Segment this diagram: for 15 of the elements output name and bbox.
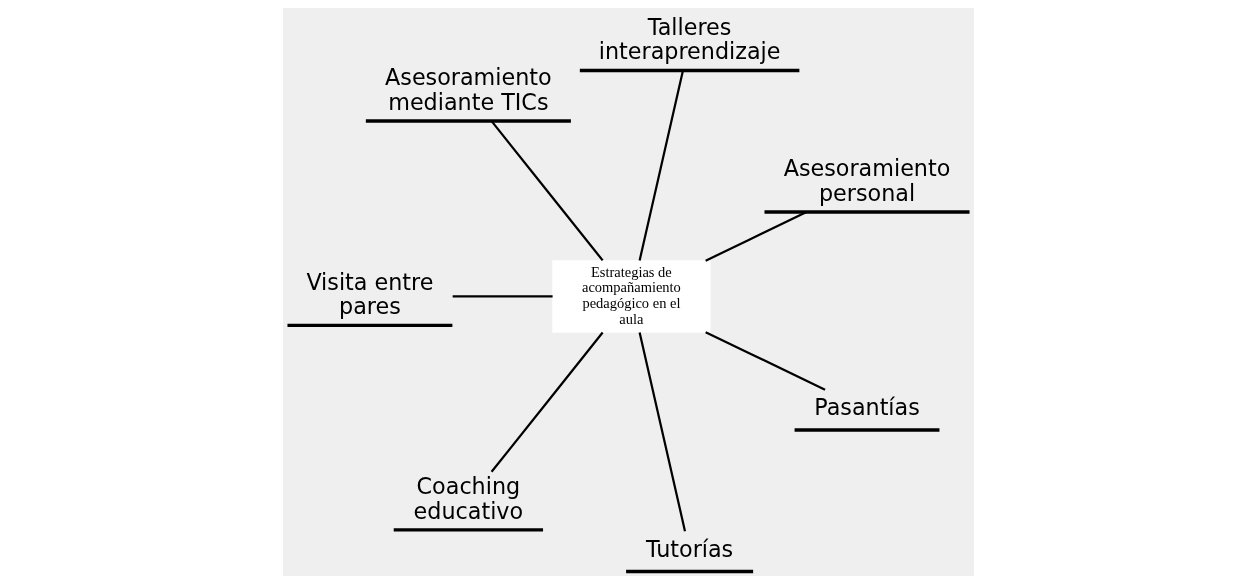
node-text: Talleres interaprendizaje [598,13,780,65]
node-text: Visita entre pares [305,268,433,320]
connector [704,331,826,391]
connector [704,211,807,262]
connector [638,70,684,261]
node-text: Asesoramiento mediante TICs [384,64,552,115]
connector [638,332,686,532]
node-box: Estrategias de acompañamiento pedagógico en el aula [551,260,711,333]
node-text: Pasantías [813,394,920,421]
connector [490,120,603,262]
connector [490,331,603,473]
node-text: Asesoramiento personal [783,155,950,206]
node-text: Tutorías [645,535,733,562]
node-text: Coaching educativo [413,473,523,524]
connector [452,295,553,298]
